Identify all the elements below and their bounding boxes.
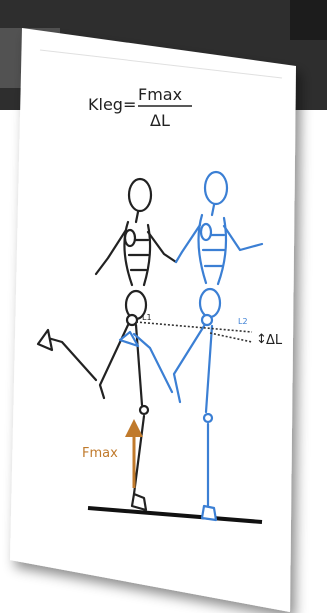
stick-runner-black-icon	[36, 177, 178, 512]
l2-dashed-line	[209, 332, 253, 343]
card-background	[10, 28, 296, 612]
formula-numerator: Fmax	[138, 85, 182, 104]
force-arrow: Fmax	[82, 419, 143, 488]
stick-runner-blue-icon	[118, 170, 264, 522]
delta-arrow-icon: ↕	[256, 332, 267, 347]
delta-l-label: ΔL	[266, 333, 283, 348]
leg-length-markers: L1 L2 ↕ ΔL	[135, 313, 283, 348]
formula-lhs: Kleg=	[88, 95, 136, 114]
l1-label: L1	[142, 313, 152, 322]
card	[10, 28, 296, 612]
formula-denominator: ΔL	[150, 111, 170, 130]
card-inner-border	[39, 49, 283, 79]
l1-dashed-line	[135, 321, 253, 333]
formula: Kleg= Fmax ΔL	[88, 85, 192, 130]
ground-line	[87, 506, 263, 524]
force-label: Fmax	[82, 446, 118, 461]
l2-label: L2	[238, 317, 248, 326]
